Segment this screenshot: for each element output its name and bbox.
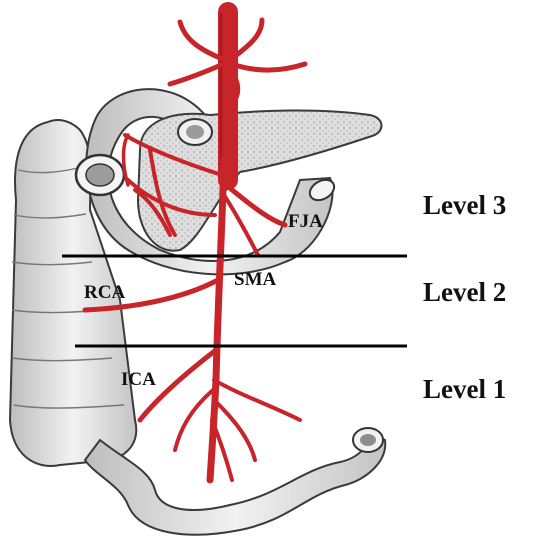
level-1-label: Level 1 bbox=[423, 374, 506, 404]
rca-branch bbox=[82, 277, 221, 313]
sma-trunk bbox=[206, 156, 228, 484]
level-2-label: Level 2 bbox=[423, 277, 506, 307]
pancreas bbox=[136, 109, 383, 252]
arterial-tree bbox=[82, 2, 308, 484]
ileum bbox=[83, 427, 387, 536]
fja-label: FJA bbox=[288, 211, 323, 232]
ica-label: ICA bbox=[121, 369, 156, 390]
fja-branch bbox=[223, 182, 288, 228]
level-3-label: Level 3 bbox=[423, 190, 506, 220]
ascending-colon bbox=[8, 119, 138, 467]
rca-label: RCA bbox=[84, 282, 125, 303]
sma-label: SMA bbox=[234, 269, 277, 290]
ica-branch bbox=[137, 347, 219, 423]
